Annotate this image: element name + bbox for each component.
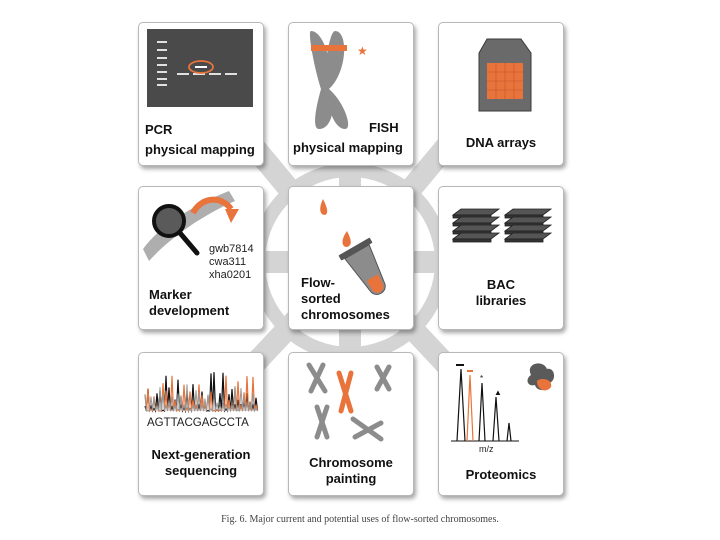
flow-label-1: Flow- <box>301 275 335 290</box>
bac-plate-edge <box>504 238 544 243</box>
flow-tube <box>320 199 386 295</box>
bac-label: BAC <box>486 277 516 292</box>
marker-tile: gwb7814 cwa311 xha0201 Marker developmen… <box>138 186 264 330</box>
fish-label: FISH <box>369 120 399 135</box>
bac-sublabel: libraries <box>475 293 527 308</box>
svg-text:★: ★ <box>357 44 368 58</box>
bac-plate <box>503 232 553 240</box>
dna-arrays-tile: DNA arrays <box>438 22 564 166</box>
ngs-label: Next-generation <box>151 447 251 462</box>
fish-sublabel: physical mapping <box>293 140 403 155</box>
bac-plate <box>451 216 501 224</box>
bac-plate <box>451 208 501 216</box>
bac-plates <box>451 208 553 243</box>
figure-caption: Fig. 6. Major current and potential uses… <box>221 514 499 525</box>
painting-tile: Chromosome painting <box>288 352 414 496</box>
mz-axis-label: m/z <box>479 444 494 454</box>
svg-text:*: * <box>480 374 483 383</box>
proteomics-tile: * ▲ m/z Proteomics <box>438 352 564 496</box>
marker-name-1: gwb7814 <box>209 243 254 255</box>
bac-plate <box>503 224 553 232</box>
flow-label-2: sorted <box>301 291 341 306</box>
bac-plate <box>503 208 553 216</box>
ngs-trace <box>144 372 259 414</box>
ngs-tile: AGTTACGAGCCTA Next-generation sequencing <box>138 352 264 496</box>
ngs-sublabel: sequencing <box>164 463 238 478</box>
ngs-sequence: AGTTACGAGCCTA <box>147 417 249 429</box>
proteomics-label: Proteomics <box>465 467 537 482</box>
painted-chromosomes <box>306 362 392 442</box>
marker-sublabel: development <box>149 303 230 318</box>
gel-image <box>147 29 253 107</box>
dna-arrays-label: DNA arrays <box>465 135 537 150</box>
bac-plate <box>503 216 553 224</box>
flow-tile: Flow- sorted chromosomes <box>288 186 414 330</box>
pcr-tile: PCR physical mapping <box>138 22 264 166</box>
flow-label-3: chromosomes <box>301 307 390 322</box>
svg-text:▲: ▲ <box>494 388 502 397</box>
marker-name-2: cwa311 <box>209 256 247 268</box>
marker-magnifier <box>143 191 239 261</box>
fish-chromosome: ★ <box>309 31 368 129</box>
pcr-label: PCR <box>145 122 173 137</box>
dna-array-chip <box>478 38 532 112</box>
marker-label: Marker <box>149 287 192 302</box>
mass-spectrum: * ▲ <box>451 363 555 442</box>
painting-sublabel: painting <box>325 471 377 486</box>
marker-name-3: xha0201 <box>209 269 252 281</box>
bac-plate <box>451 232 501 240</box>
bac-plate-edge <box>452 238 492 243</box>
bac-tile: BAC libraries <box>438 186 564 330</box>
painting-label: Chromosome <box>309 455 393 470</box>
bac-plate <box>451 224 501 232</box>
fish-tile: ★ FISH physical mapping <box>288 22 414 166</box>
pcr-sublabel: physical mapping <box>145 142 255 157</box>
